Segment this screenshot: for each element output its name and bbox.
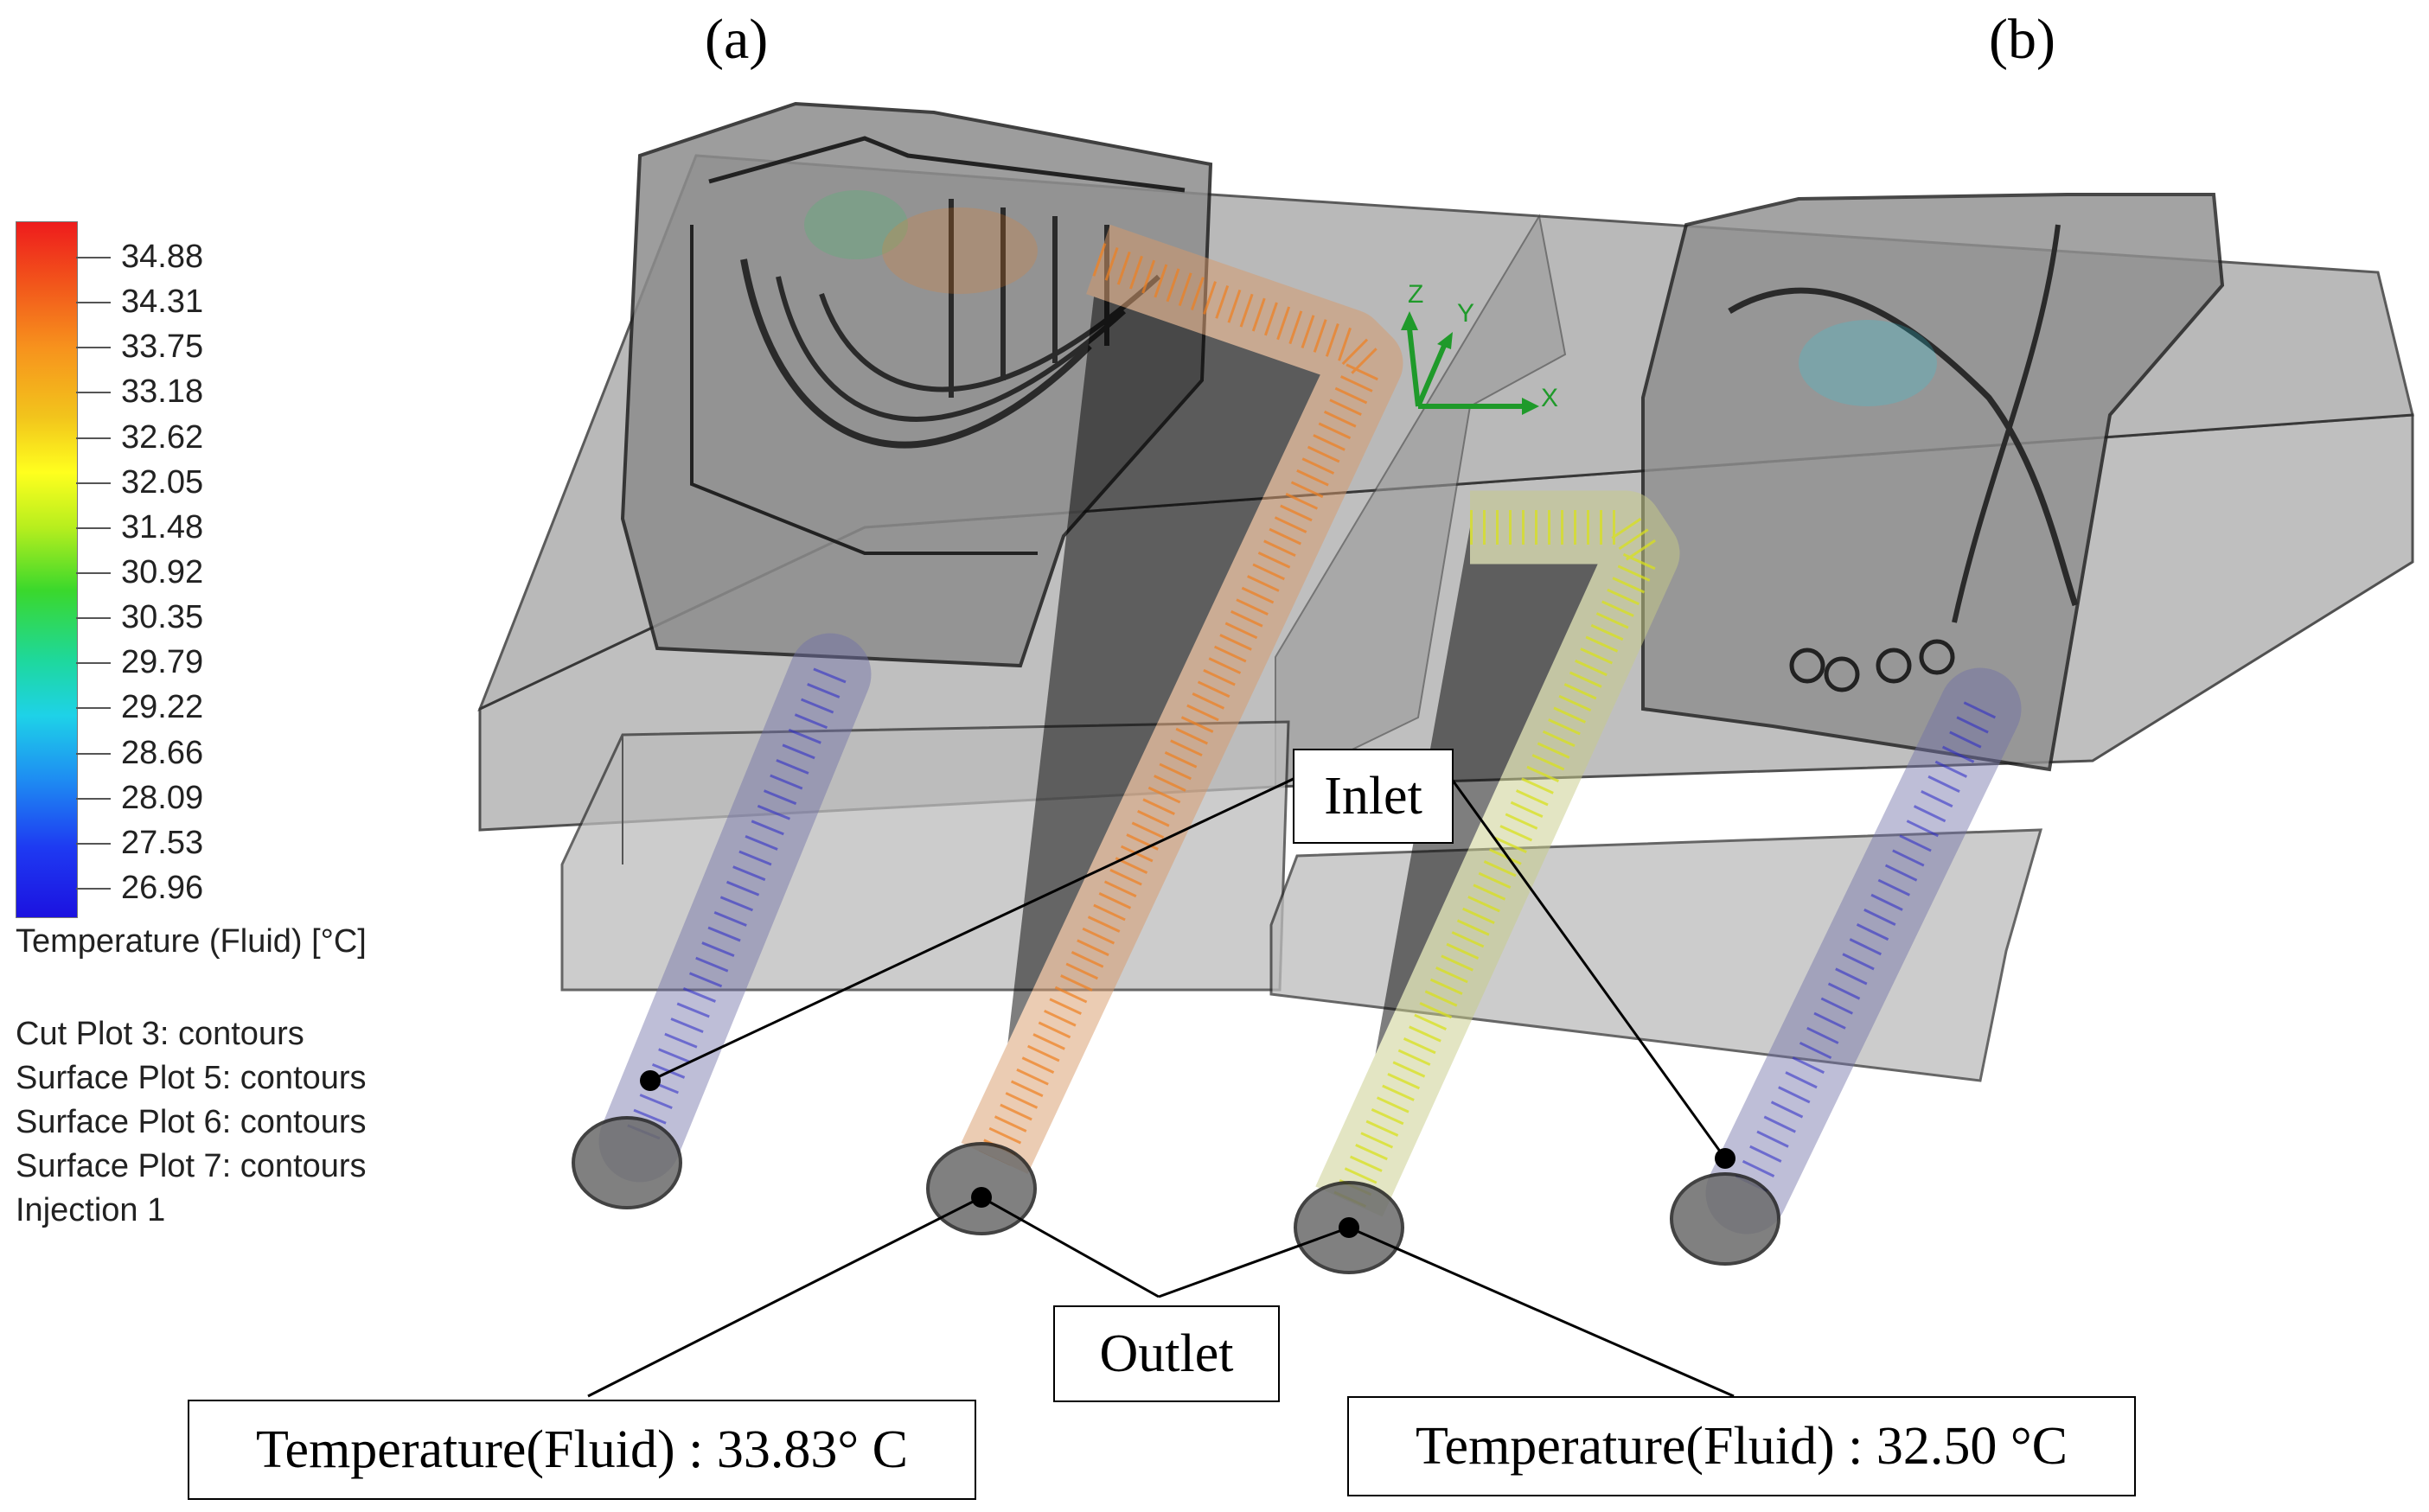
legend-tick-mark [76, 392, 111, 394]
inlet-marker-b [1715, 1148, 1735, 1169]
legend-tick-label: 28.66 [121, 734, 204, 771]
legend-tick-label: 33.18 [121, 373, 204, 411]
legend-tick-mark [76, 842, 111, 845]
legend-tick-label: 31.48 [121, 508, 204, 545]
legend-tick-label: 26.96 [121, 870, 204, 906]
legend-tick-mark [76, 302, 111, 304]
legend-tick-mark [76, 437, 111, 439]
legend-tick-label: 34.88 [121, 239, 204, 275]
temperature-callout-a: Temperature(Fluid) : 33.83° C [188, 1400, 976, 1500]
mold-insert-b [1641, 193, 2225, 772]
inlet-marker-a [640, 1070, 661, 1091]
plot-list-item: Surface Plot 5: contours [16, 1060, 367, 1096]
pipe-inlet-a [572, 633, 872, 1209]
legend-tick-label: 27.53 [121, 824, 204, 861]
axis-x-label: X [1541, 384, 1558, 412]
panel-label-a: (a) [705, 8, 769, 71]
outlet-marker-b [1339, 1217, 1359, 1238]
plot-list-item: Injection 1 [16, 1192, 166, 1228]
legend-tick-mark [76, 662, 111, 665]
legend-tick-mark [76, 482, 111, 484]
inlet-callout: Inlet [1293, 749, 1454, 844]
plot-list-item: Surface Plot 7: contours [16, 1148, 367, 1184]
legend-tick-mark [76, 572, 111, 574]
temperature-callout-b: Temperature(Fluid) : 32.50 °C [1347, 1396, 2136, 1496]
outlet-callout: Outlet [1053, 1305, 1280, 1402]
legend-tick-label: 29.22 [121, 689, 204, 726]
legend-tick-label: 30.35 [121, 599, 204, 636]
plot-list-item: Surface Plot 6: contours [16, 1104, 367, 1140]
legend-tick-mark [76, 257, 111, 258]
pipe-outlet-b [1294, 490, 1680, 1274]
axis-triad: X Y Z [1401, 280, 1558, 415]
legend-tick-label: 32.05 [121, 463, 204, 501]
legend-tick-label: 34.31 [121, 284, 204, 321]
temperature-color-bar [16, 221, 78, 918]
mold-insert-a [620, 101, 1213, 668]
panel-label-b: (b) [1989, 8, 2055, 71]
axis-y-label: Y [1457, 299, 1474, 328]
plot-list-item: Cut Plot 3: contours [16, 1016, 304, 1052]
legend-title: Temperature (Fluid) [°C] [16, 923, 367, 960]
legend-tick-mark [76, 347, 111, 349]
pipe-inlet-b [1670, 667, 2022, 1266]
legend-tick-label: 33.75 [121, 329, 204, 366]
legend-tick-mark [76, 797, 111, 800]
legend-tick-label: 29.79 [121, 644, 204, 681]
legend-tick-mark [76, 888, 111, 890]
legend-tick-mark [76, 707, 111, 710]
legend-tick-label: 28.09 [121, 779, 204, 816]
legend-tick-mark [76, 617, 111, 620]
axis-z-label: Z [1408, 280, 1423, 309]
leader-lines [587, 776, 1735, 1398]
legend-tick-label: 30.92 [121, 554, 204, 590]
outlet-marker-a [971, 1187, 992, 1208]
legend-tick-mark [76, 526, 111, 529]
legend-tick-label: 32.62 [121, 418, 204, 456]
legend-tick-mark [76, 752, 111, 755]
